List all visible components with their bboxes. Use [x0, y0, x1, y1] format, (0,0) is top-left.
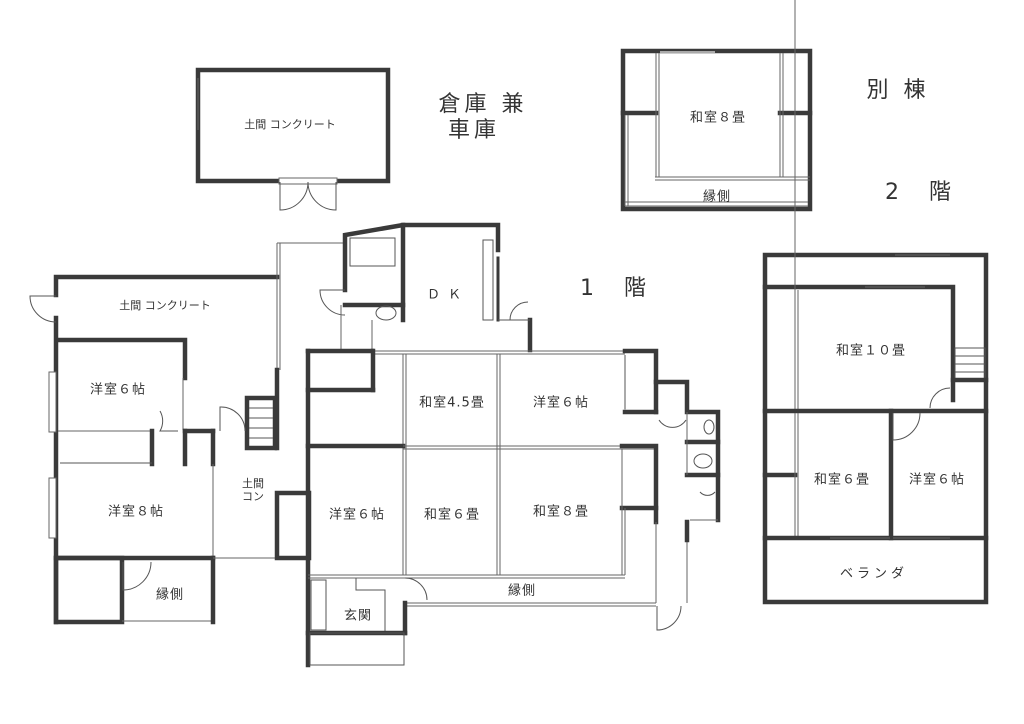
room-western6-center: 洋室６帖 [532, 395, 590, 411]
annex-title: 別 棟 [866, 78, 930, 103]
room-western8: 洋室８帖 [107, 504, 165, 520]
room-japanese10: 和室１０畳 [835, 343, 907, 359]
room-western6-2f: 洋室６帖 [908, 472, 966, 488]
floor1-outline [29, 222, 721, 668]
room-japanese6-2f: 和室６畳 [813, 472, 871, 488]
room-engawa-left: 縁側 [155, 587, 185, 603]
room-japanese45: 和室4.5畳 [419, 395, 485, 411]
room-warehouse-doma: 土間 コンクリート [244, 118, 336, 131]
warehouse-title-line1: 倉庫 兼 [438, 92, 528, 117]
room-japanese6: 和室６畳 [423, 507, 481, 523]
room-western6-bottom: 洋室６帖 [328, 507, 386, 523]
room-entrance: 玄関 [343, 608, 373, 624]
room-veranda: ベランダ [839, 566, 909, 582]
room-annex-engawa: 縁側 [702, 189, 732, 205]
room-annex-japanese8: 和室８畳 [689, 110, 747, 126]
room-doma-con: 土間 コン [242, 477, 264, 503]
warehouse-outline [195, 67, 391, 211]
floor2-outline [762, 0, 989, 605]
room-engawa-main: 縁側 [507, 583, 537, 599]
floor1-title: 1 階 [580, 276, 650, 301]
room-dk: ＤＫ [426, 287, 470, 303]
room-western6-left: 洋室６帖 [89, 382, 147, 398]
room-japanese8: 和室８畳 [532, 504, 590, 520]
floor2-title: 2 階 [885, 180, 955, 205]
annex-outline [620, 48, 813, 212]
warehouse-title-line2: 車庫 [447, 118, 501, 143]
room-doma-concrete: 土間 コンクリート [119, 299, 211, 312]
